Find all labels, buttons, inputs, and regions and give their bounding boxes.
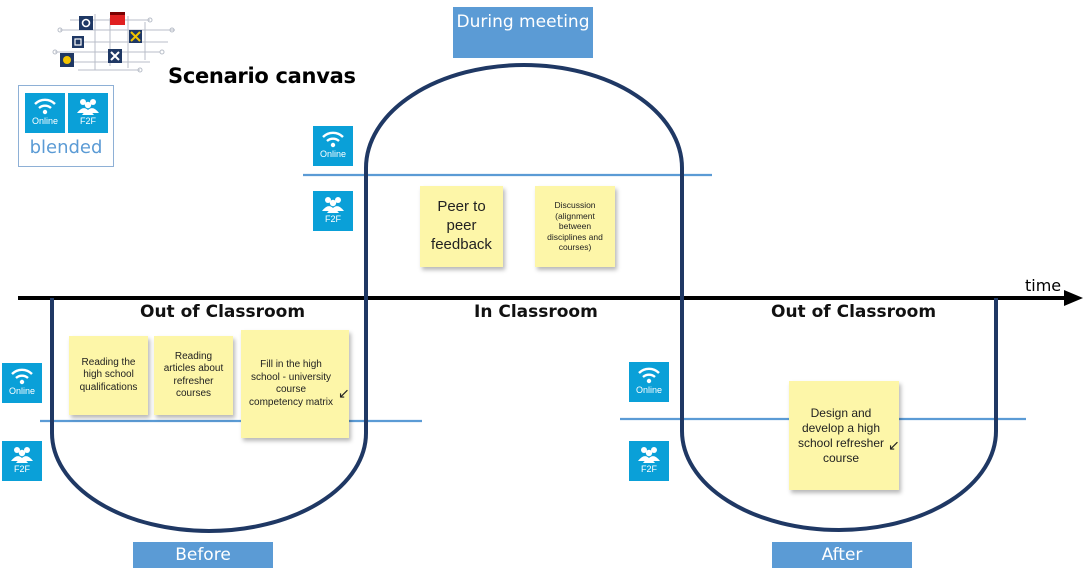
phase-after: After xyxy=(772,542,912,568)
after-online-caption: Online xyxy=(635,385,662,395)
sticky-note-reading-articles: Reading articles about refresher courses xyxy=(154,336,233,415)
during-online-icon: Online xyxy=(313,126,353,166)
before-online-icon: Online xyxy=(2,363,42,403)
wifi-icon xyxy=(34,98,56,115)
section-in-classroom: In Classroom xyxy=(474,302,598,322)
legend-f2f-caption: F2F xyxy=(79,116,96,126)
wifi-icon xyxy=(11,368,33,385)
after-f2f-icon: F2F xyxy=(629,441,669,481)
sticky-note-peer-feedback: Peer to peer feedback xyxy=(420,186,503,267)
sticky-note-peer-feedback-text: Peer to peer feedback xyxy=(431,198,492,253)
people-icon xyxy=(322,197,344,213)
phase-before: Before xyxy=(133,542,273,568)
legend-label: blended xyxy=(29,137,103,158)
people-icon xyxy=(77,99,99,115)
sticky-note-reading-articles-text: Reading articles about refresher courses xyxy=(163,350,224,400)
phase-during: During meeting xyxy=(453,7,593,58)
sticky-note-design-course: Design and develop a high school refresh… xyxy=(789,381,899,490)
phase-during-label: During meeting xyxy=(456,12,590,32)
sticky-note-fill-matrix: Fill in the high school - university cou… xyxy=(241,330,349,438)
pen-icon: ↙ xyxy=(338,386,350,402)
before-f2f-caption: F2F xyxy=(13,464,30,474)
sticky-note-discussion: Discussion (alignment between discipline… xyxy=(535,186,615,267)
legend-online-caption: Online xyxy=(31,116,58,126)
after-f2f-caption: F2F xyxy=(640,464,657,474)
after-online-icon: Online xyxy=(629,362,669,402)
legend-f2f-icon: F2F xyxy=(68,93,108,133)
sticky-note-reading-qualifications-text: Reading the high school qualifications xyxy=(79,356,138,393)
sticky-note-fill-matrix-text: Fill in the high school - university cou… xyxy=(249,359,333,408)
track-during xyxy=(364,63,684,298)
time-axis-label: time xyxy=(1025,276,1062,295)
during-f2f-icon: F2F xyxy=(313,191,353,231)
before-online-caption: Online xyxy=(8,386,35,396)
circuit-logo-icons xyxy=(60,12,142,67)
during-online-caption: Online xyxy=(319,149,346,159)
sticky-note-design-course-text: Design and develop a high school refresh… xyxy=(797,405,885,465)
sticky-note-discussion-text: Discussion (alignment between discipline… xyxy=(547,199,603,253)
during-f2f-caption: F2F xyxy=(324,214,341,224)
section-out-of-classroom-left: Out of Classroom xyxy=(140,302,306,322)
before-f2f-icon: F2F xyxy=(2,441,42,481)
section-out-of-classroom-right: Out of Classroom xyxy=(771,302,937,322)
phase-before-label: Before xyxy=(175,545,231,565)
page-title: Scenario canvas xyxy=(168,64,356,88)
pen-icon: ↙ xyxy=(888,438,900,454)
track-before xyxy=(50,298,368,533)
time-axis-arrowhead xyxy=(1064,290,1083,306)
people-icon xyxy=(11,447,33,463)
people-icon xyxy=(638,447,660,463)
wifi-icon xyxy=(322,131,344,148)
wifi-icon xyxy=(638,367,660,384)
track-after xyxy=(680,298,998,532)
sticky-note-reading-qualifications: Reading the high school qualifications xyxy=(69,336,148,415)
phase-after-label: After xyxy=(821,545,863,565)
legend-online-icon: Online xyxy=(25,93,65,133)
